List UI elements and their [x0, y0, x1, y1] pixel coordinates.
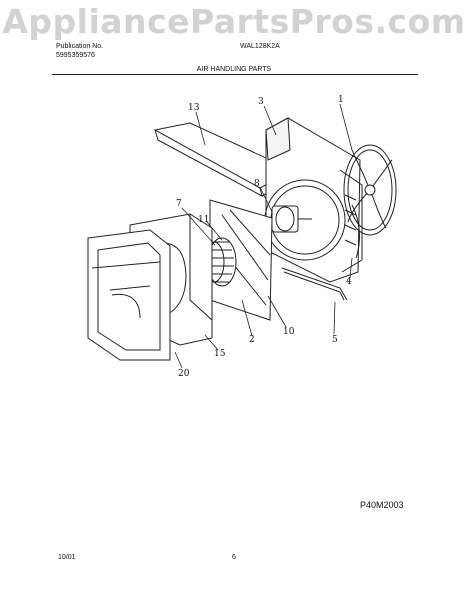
callout-11: 11 [198, 215, 209, 225]
callout-15: 15 [214, 349, 226, 359]
callout-2: 2 [249, 335, 255, 345]
part-4-shroud-ring [351, 204, 360, 259]
callout-7: 7 [176, 199, 182, 209]
watermark-logo: AppliancePartsPros.com [2, 2, 466, 41]
callout-4: 4 [346, 277, 352, 287]
callout-3: 3 [258, 97, 264, 107]
page-number: 6 [232, 554, 236, 561]
diagram-code: P40M2003 [360, 500, 404, 510]
model-number: WAL128K2A [240, 43, 280, 50]
callout-5: 5 [332, 335, 338, 345]
callout-8: 8 [254, 179, 260, 189]
part-20-grille-frame [87, 229, 171, 361]
callout-20: 20 [178, 369, 190, 379]
part-7-blower-wheel [203, 237, 237, 287]
publication-number: 5995359576 [56, 52, 95, 59]
section-title: AIR HANDLING PARTS [196, 66, 272, 73]
revision-date: 10/01 [58, 554, 76, 561]
part-3-housing [264, 117, 363, 283]
part-1-fan-blade [343, 144, 397, 236]
leader-lines [174, 103, 353, 369]
callout-13: 13 [188, 103, 200, 113]
publication-label: Publication No. [56, 43, 104, 50]
part-2-bulkhead-plate [209, 199, 273, 321]
header-rule [52, 74, 418, 75]
callout-10: 10 [283, 327, 295, 337]
callout-1: 1 [338, 95, 344, 105]
part-5-rod [281, 267, 348, 301]
